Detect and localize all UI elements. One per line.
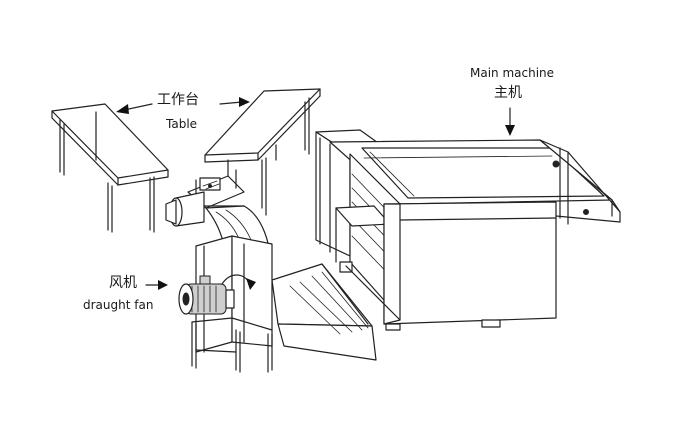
arrow-to-main-machine <box>505 125 515 136</box>
work-table-left <box>51 103 169 233</box>
feed-inlet <box>165 159 245 227</box>
main-machine-label-en: Main machine <box>470 66 555 80</box>
arrow-to-right-table <box>239 97 250 107</box>
arrow-to-fan <box>158 280 168 290</box>
work-table-right <box>204 88 321 216</box>
main-machine-label-zh: 主机 <box>494 85 522 101</box>
table-label-zh: 工作台 <box>157 92 199 108</box>
arrow-to-left-table <box>116 104 129 114</box>
fan-label-en: draught fan <box>83 298 154 312</box>
outlet-chute <box>271 263 377 361</box>
fan-motor <box>178 275 235 315</box>
main-machine <box>315 129 621 331</box>
callout-arrows <box>116 97 515 290</box>
fan-label-zh: 风机 <box>109 275 137 291</box>
table-label-en: Table <box>166 117 198 131</box>
